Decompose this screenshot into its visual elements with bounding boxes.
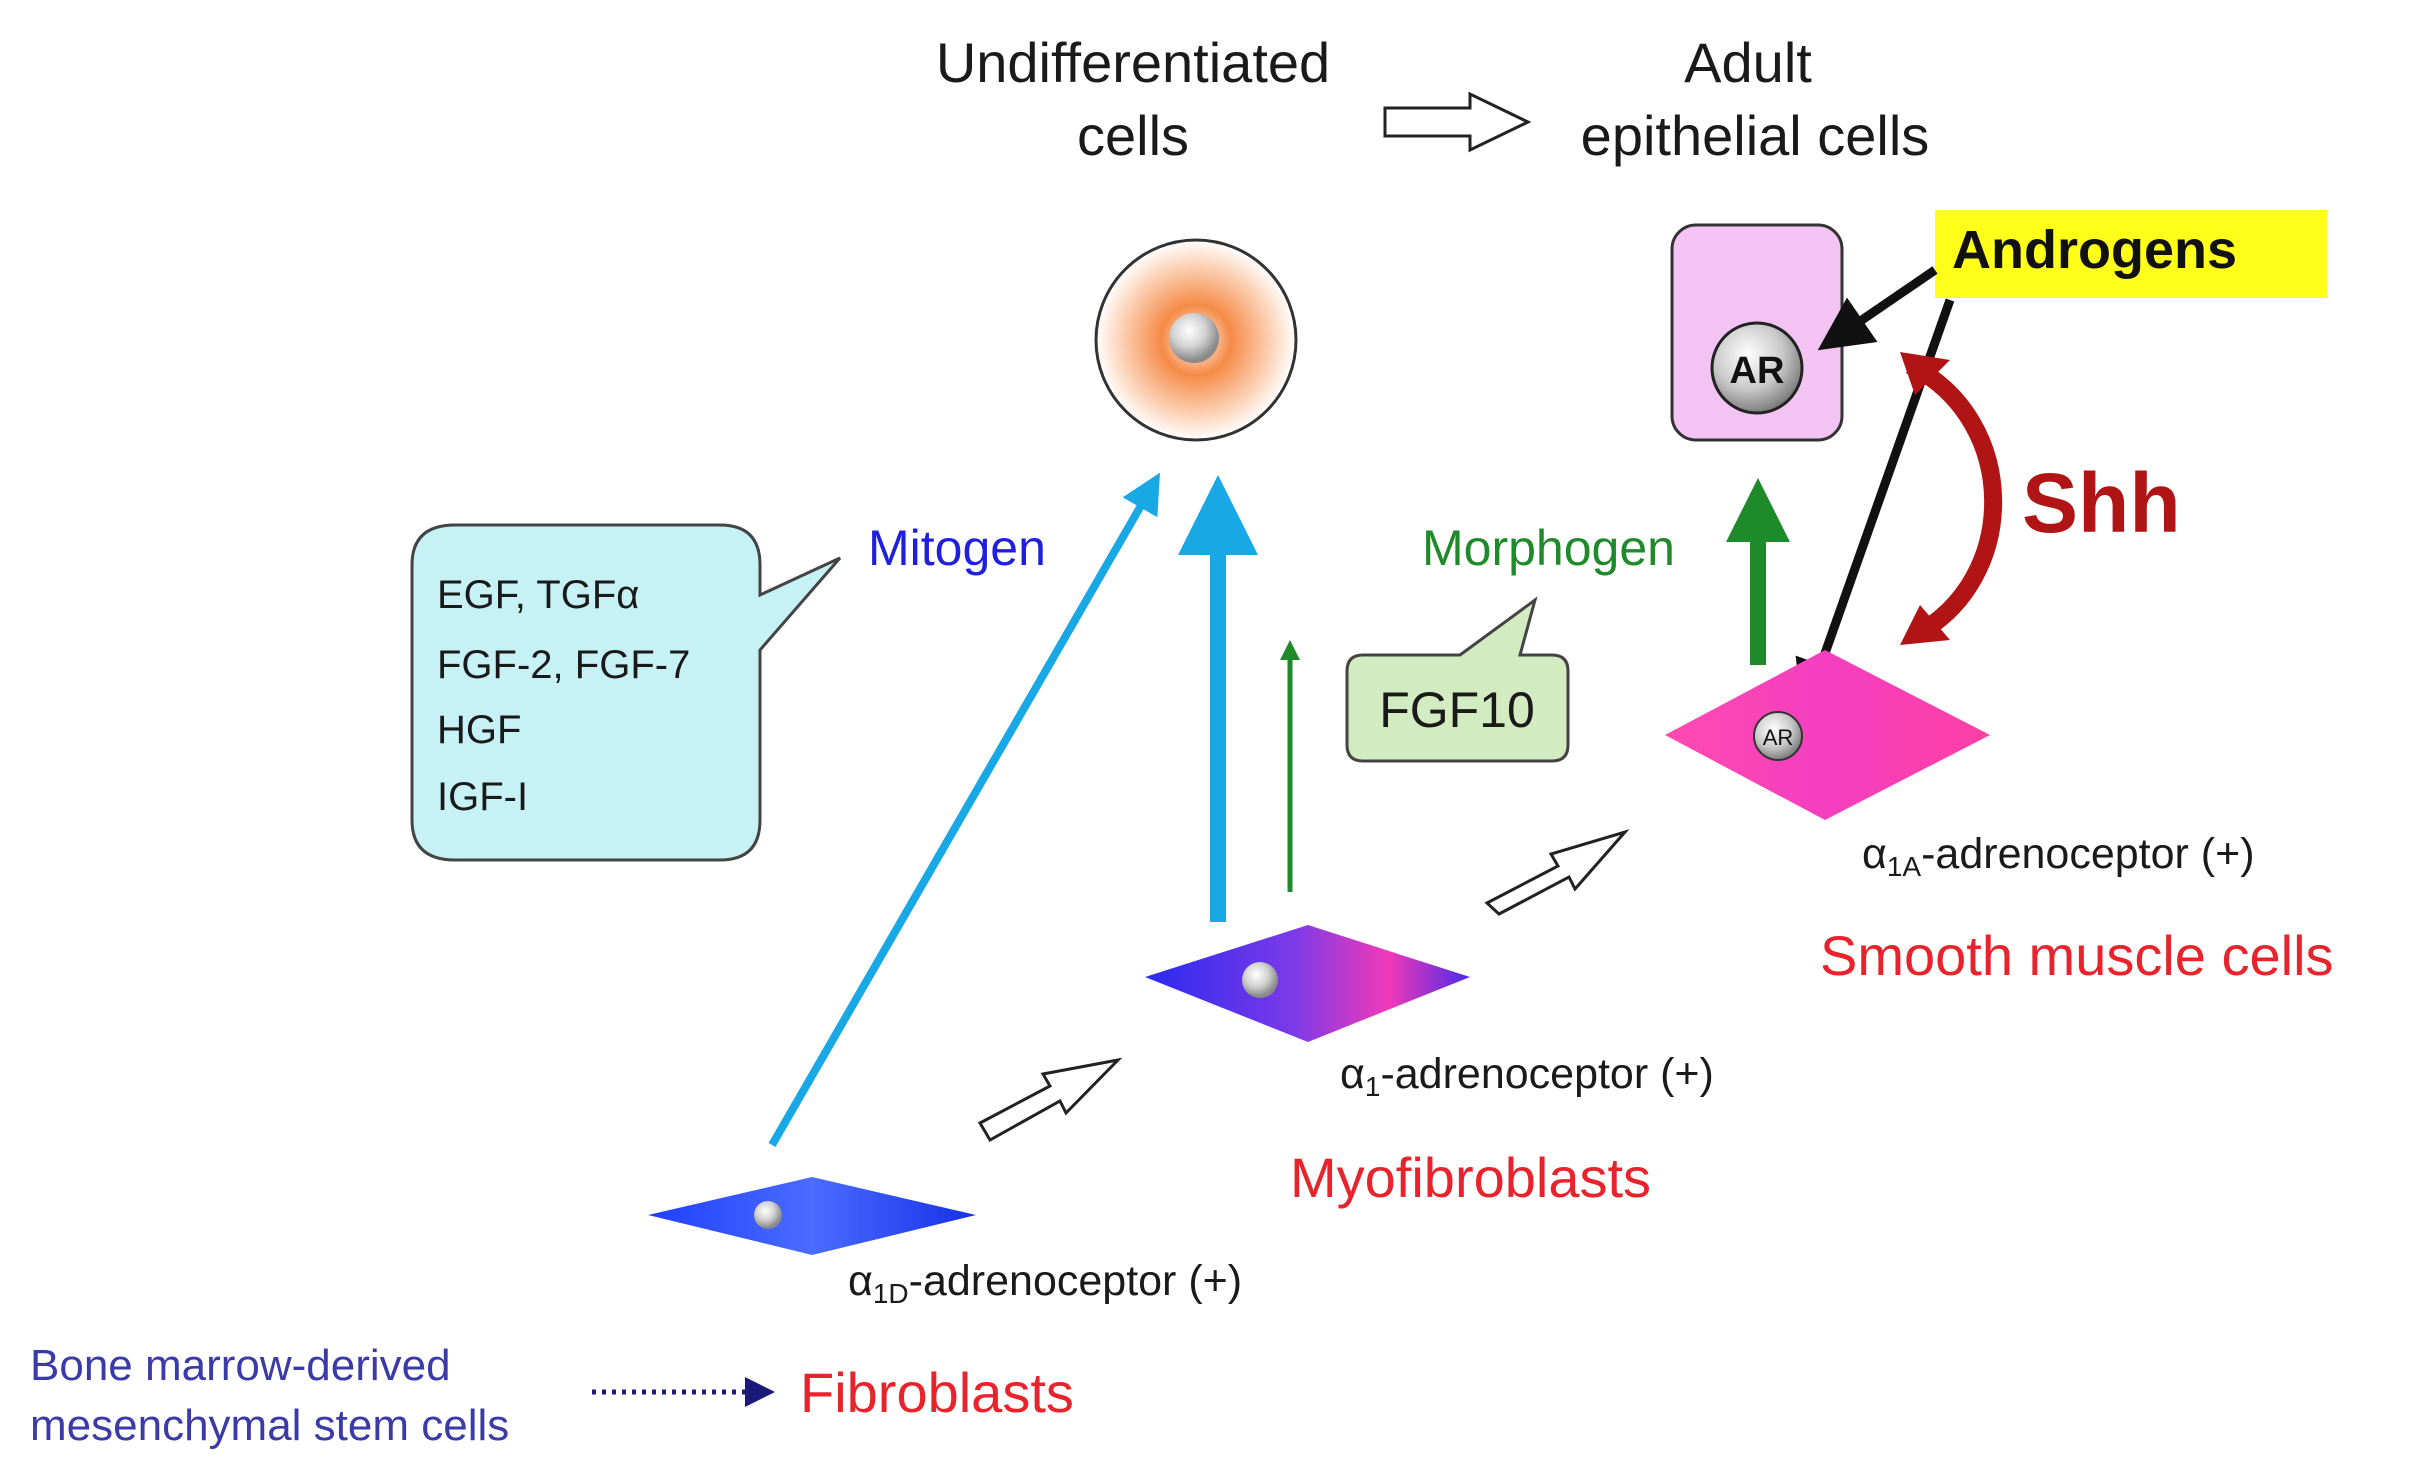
growth-factor-2: FGF-2, FGF-7 (437, 643, 690, 687)
epithelial-cell: AR (1670, 223, 1844, 442)
mitogen-arrow-from-fibroblast (768, 472, 1160, 1147)
fgf10-label: FGF10 (1379, 682, 1535, 738)
fibro-to-myo-arrow (977, 1057, 1123, 1143)
alpha1d-receptor-label: α1D-adrenoceptor (+) (848, 1257, 1242, 1309)
ar-nucleus-small (1753, 711, 1803, 761)
differentiation-arrow-top (1383, 91, 1532, 153)
alpha1a-receptor-label: α1A-adrenoceptor (+) (1862, 830, 2255, 882)
growth-factor-4: IGF-I (437, 775, 528, 819)
androgens-box: Androgens (1935, 210, 2327, 298)
fibroblast-nucleus (754, 1201, 782, 1229)
shh-curve-arrow (1905, 356, 2003, 643)
growth-factors-bubble: EGF, TGFα FGF-2, FGF-7 HGF IGF-I (410, 523, 842, 862)
stem-cells-line1: Bone marrow-derived (30, 1341, 451, 1390)
mitogen-label: Mitogen (868, 520, 1046, 576)
growth-factor-1: EGF, TGFα (437, 573, 639, 617)
myofibroblast-nucleus (1242, 962, 1278, 998)
alpha1-receptor-label: α1-adrenoceptor (+) (1340, 1050, 1714, 1102)
myofibroblasts-label: Myofibroblasts (1290, 1146, 1651, 1209)
shh-arrowhead-bottom (1900, 605, 1950, 645)
undiff-nucleus (1169, 313, 1219, 363)
undifferentiated-cell (1094, 238, 1298, 442)
ar-label-large: AR (1730, 350, 1785, 392)
ar-label-small: AR (1763, 725, 1794, 750)
myofibroblast-cell (1145, 925, 1470, 1042)
smooth-muscle-label: Smooth muscle cells (1820, 924, 2334, 987)
myo-to-smooth-arrow (1484, 829, 1630, 916)
ar-nucleus-large (1710, 321, 1804, 415)
fibroblasts-label: Fibroblasts (800, 1361, 1074, 1424)
androgens-to-epithelial-arrow (1817, 266, 1938, 351)
shh-label: Shh (2022, 456, 2181, 550)
fgf10-bubble: FGF10 (1345, 596, 1570, 763)
undiff-label-line1: Undifferentiated (936, 31, 1330, 94)
fibroblast-cell (648, 1177, 976, 1255)
growth-factor-3: HGF (437, 708, 521, 752)
undiff-label-line2: cells (1077, 104, 1189, 167)
smooth-muscle-cell: AR (1665, 650, 1990, 820)
androgens-label: Androgens (1952, 220, 2237, 280)
stem-cells-line2: mesenchymal stem cells (30, 1401, 509, 1450)
adult-label-line1: Adult (1684, 31, 1812, 94)
shh-arrowhead-top (1900, 352, 1950, 395)
adult-label-line2: epithelial cells (1581, 104, 1930, 167)
morphogen-label: Morphogen (1422, 520, 1675, 576)
